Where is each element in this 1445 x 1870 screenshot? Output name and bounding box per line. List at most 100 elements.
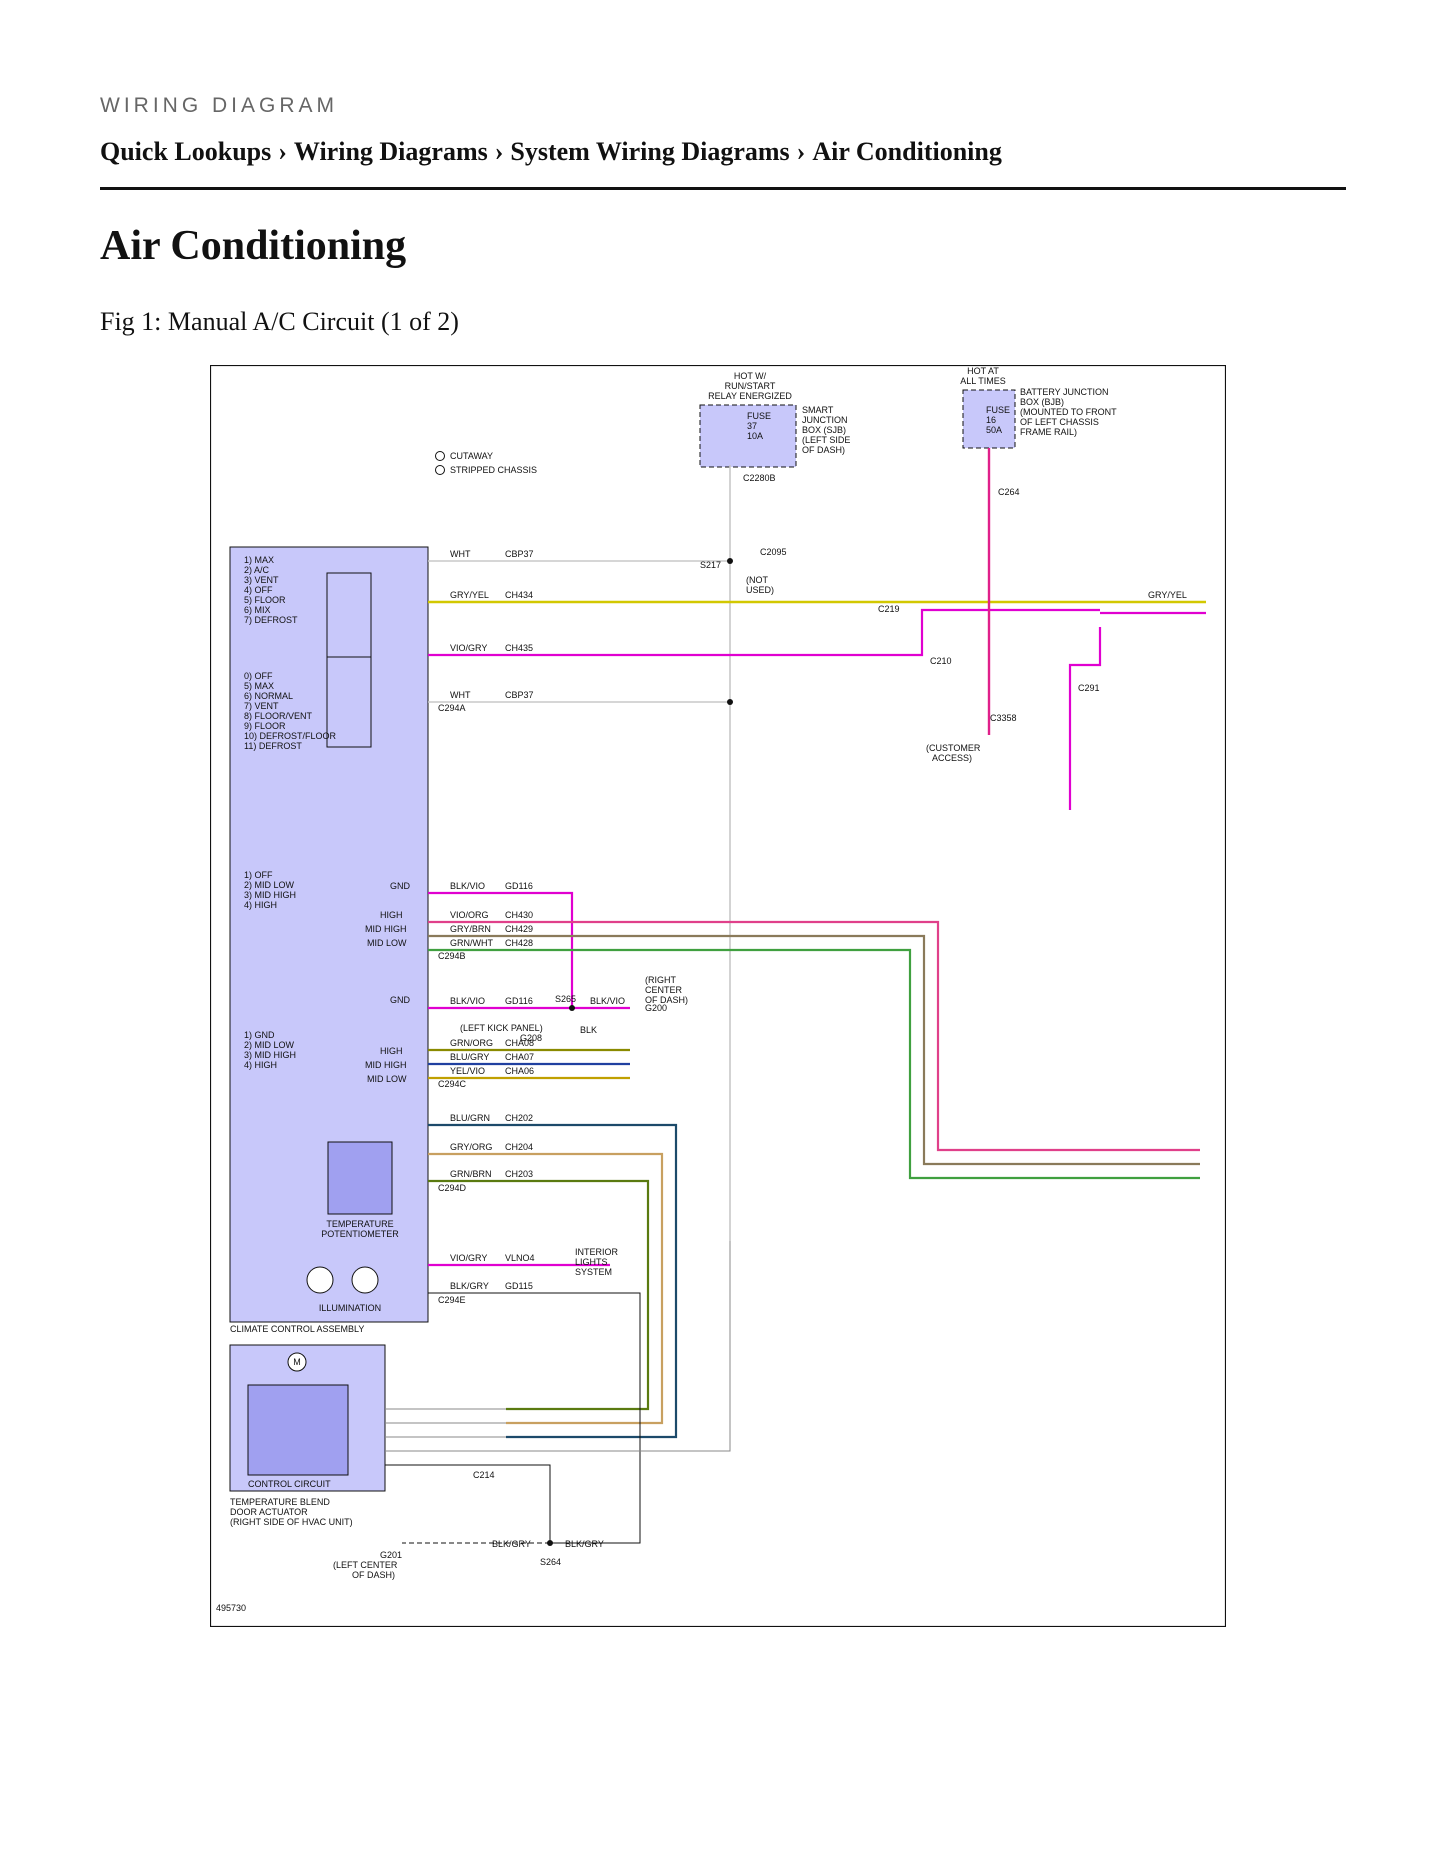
- wire-color-label: VIO/GRY: [450, 1253, 487, 1263]
- hot-run-label-3: RELAY ENERGIZED: [708, 391, 792, 401]
- mode-item: 4) OFF: [244, 585, 273, 595]
- g200-location-3: OF DASH): [645, 995, 688, 1005]
- mode-item: 8) FLOOR/VENT: [244, 711, 313, 721]
- not-used-label-2: USED): [746, 585, 774, 595]
- connector-label: C214: [473, 1470, 495, 1480]
- connector-label: C210: [930, 656, 952, 666]
- circuit-label: CH202: [505, 1113, 533, 1123]
- illumination-lamp-icon: [351, 1266, 379, 1294]
- blower-item: 3) MID HIGH: [244, 1050, 296, 1060]
- wire-color-label: BLK: [580, 1025, 597, 1035]
- mode-item: 5) FLOOR: [244, 595, 286, 605]
- connector-label: C3358: [990, 713, 1017, 723]
- mode-item: 2) A/C: [244, 565, 270, 575]
- sjb-label-4: (LEFT SIDE: [802, 435, 850, 445]
- ground-label: G208: [520, 1033, 542, 1043]
- wire-color-label: BLU/GRN: [450, 1113, 490, 1123]
- wire-color-label: GRN/ORG: [450, 1038, 493, 1048]
- mode-item: 9) FLOOR: [244, 721, 286, 731]
- circuit-label: CH430: [505, 910, 533, 920]
- customer-access-label: (CUSTOMER: [926, 743, 981, 753]
- mode-item: 6) MIX: [244, 605, 271, 615]
- connector-label: C291: [1078, 683, 1100, 693]
- header-divider: [100, 187, 1346, 190]
- smart-junction-box: [699, 404, 797, 468]
- connector-label: C294C: [438, 1079, 467, 1089]
- blower-switch-list: 1) OFF 2) MID LOW 3) MID HIGH 4) HIGH: [244, 870, 296, 910]
- wire-color-label: BLK/VIO: [450, 881, 485, 891]
- breadcrumb-air-conditioning[interactable]: Air Conditioning: [812, 137, 1002, 166]
- mode-switch-list: 1) MAX 2) A/C 3) VENT 4) OFF 5) FLOOR 6)…: [244, 555, 298, 625]
- wire-color-label: WHT: [450, 549, 471, 559]
- blower-item: 2) MID LOW: [244, 1040, 295, 1050]
- speed-label: MID LOW: [367, 938, 407, 948]
- fuse-16-amperage: 50A: [986, 425, 1002, 435]
- blower-item: 4) HIGH: [244, 900, 277, 910]
- hot-all-times-label: HOT AT: [967, 366, 999, 376]
- wire-color-label: BLU/GRY: [450, 1052, 489, 1062]
- splice-label: S264: [540, 1557, 561, 1567]
- wire-color-label: GRY/YEL: [1148, 590, 1187, 600]
- section-eyebrow: WIRING DIAGRAM: [100, 94, 338, 117]
- circuit-label: CHA06: [505, 1066, 534, 1076]
- wire-color-label: VIO/GRY: [450, 643, 487, 653]
- mode-switch-2-list: 0) OFF 5) MAX 6) NORMAL 7) VENT 8) FLOOR…: [244, 671, 337, 751]
- breadcrumb-wiring-diagrams[interactable]: Wiring Diagrams: [293, 137, 488, 166]
- wire-color-label: BLK/GRY: [450, 1281, 489, 1291]
- mode-item: 10) DEFROST/FLOOR: [244, 731, 337, 741]
- wire-color-label: YEL/VIO: [450, 1066, 485, 1076]
- circuit-label: CBP37: [505, 690, 534, 700]
- wiring-diagram-figure: HOT W/ RUN/START RELAY ENERGIZED HOT AT …: [210, 365, 1226, 1627]
- wire-color-label: GRN/BRN: [450, 1169, 492, 1179]
- mode-item: 3) VENT: [244, 575, 279, 585]
- legend-cutaway: CUTAWAY: [450, 451, 493, 461]
- circuit-label: GD115: [505, 1281, 533, 1291]
- circuit-label: CH204: [505, 1142, 533, 1152]
- circuit-label: CBP37: [505, 549, 534, 559]
- customer-access-label-2: ACCESS): [932, 753, 972, 763]
- mode-item: 7) VENT: [244, 701, 279, 711]
- blower-item: 3) MID HIGH: [244, 890, 296, 900]
- temp-pot-label-2: POTENTIOMETER: [321, 1229, 399, 1239]
- bjb-label-5: FRAME RAIL): [1020, 427, 1077, 437]
- circuit-label: CHA07: [505, 1052, 534, 1062]
- connector-label: C264: [998, 487, 1020, 497]
- fuse-16-label: FUSE: [986, 405, 1010, 415]
- splice-label: S217: [700, 560, 721, 570]
- breadcrumb-system-wiring-diagrams[interactable]: System Wiring Diagrams: [510, 137, 790, 166]
- speed-label: MID LOW: [367, 1074, 407, 1084]
- ground-label: G201: [380, 1550, 402, 1560]
- mode-item: 7) DEFROST: [244, 615, 298, 625]
- mode-item: 1) MAX: [244, 555, 274, 565]
- actuator-label-3: (RIGHT SIDE OF HVAC UNIT): [230, 1517, 353, 1527]
- connector-label: C2280B: [743, 473, 776, 483]
- wire-color-label: GRN/WHT: [450, 938, 493, 948]
- figure-id: 495730: [216, 1603, 246, 1613]
- sjb-label: SMART: [802, 405, 834, 415]
- hot-all-times-label-2: ALL TIMES: [960, 376, 1006, 386]
- connector-label: C294B: [438, 951, 466, 961]
- wire-color-label: GRY/ORG: [450, 1142, 492, 1152]
- interior-lights-label-2: LIGHTS: [575, 1257, 608, 1267]
- wire-color-label: GRY/BRN: [450, 924, 491, 934]
- illumination-lamp-icon: [306, 1266, 334, 1294]
- breadcrumb-quick-lookups[interactable]: Quick Lookups: [100, 137, 272, 166]
- fuse-37-number: 37: [747, 421, 757, 431]
- sjb-label-2: JUNCTION: [802, 415, 848, 425]
- wire-color-label: BLK/GRY: [565, 1539, 604, 1549]
- g201-location: (LEFT CENTER: [333, 1560, 398, 1570]
- circuit-label: CHA08: [505, 1038, 534, 1048]
- wire-color-label: BLK/GRY: [492, 1539, 531, 1549]
- not-used-label: (NOT: [746, 575, 768, 585]
- fuse-37-label: FUSE: [747, 411, 771, 421]
- bjb-label-4: OF LEFT CHASSIS: [1020, 417, 1099, 427]
- blower-item: 1) GND: [244, 1030, 275, 1040]
- interior-lights-label-3: SYSTEM: [575, 1267, 612, 1277]
- temperature-potentiometer: [327, 1141, 393, 1215]
- fuse-37-amperage: 10A: [747, 431, 763, 441]
- sjb-label-3: BOX (SJB): [802, 425, 846, 435]
- blower-switch-2-list: 1) GND 2) MID LOW 3) MID HIGH 4) HIGH: [244, 1030, 296, 1070]
- breadcrumb-separator: ›: [796, 137, 806, 166]
- circuit-label: CH434: [505, 590, 533, 600]
- mode-item: 6) NORMAL: [244, 691, 293, 701]
